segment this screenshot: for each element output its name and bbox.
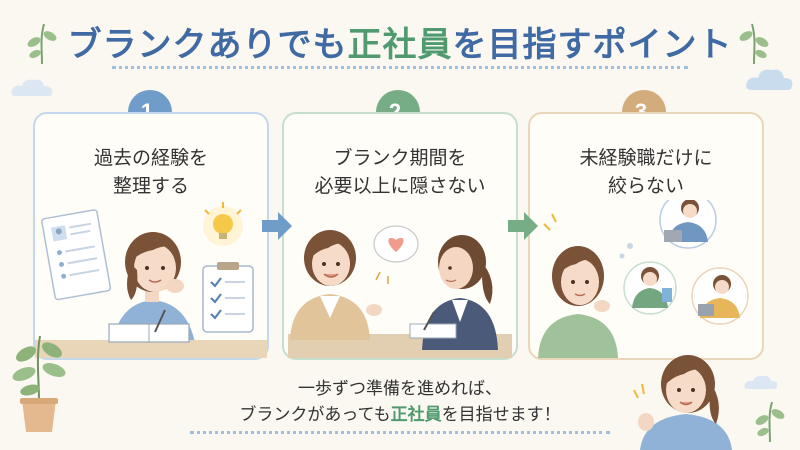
leaf-sprig-icon — [27, 23, 57, 65]
arrow-right-icon — [262, 212, 292, 240]
bottom-underline — [190, 431, 610, 434]
bottom-highlight: 正社員 — [390, 405, 442, 425]
step-card-2: ブランク期間を 必要以上に隠さない — [282, 112, 518, 360]
step-title: ブランク期間を 必要以上に隠さない — [314, 147, 486, 197]
cloud-icon — [746, 69, 793, 90]
bottom-line-1: 一歩ずつ準備を進めれば、 — [298, 379, 502, 399]
cheering-woman-illustration — [633, 355, 732, 450]
page-title: ブランクありでも 正社員 を目指すポイント — [0, 14, 800, 68]
title-underline — [112, 66, 688, 70]
bottom-line-2: ブランクがあっても正社員を目指せます！ — [239, 405, 561, 425]
potted-plant-icon — [12, 335, 66, 432]
cloud-icon — [11, 79, 53, 96]
title-prefix: ブランクありでも — [67, 24, 348, 65]
title-highlight: 正社員 — [347, 24, 453, 65]
step-card-1: 過去の経験を 整理する — [33, 112, 269, 360]
leaf-sprig-icon — [755, 401, 785, 443]
step-title: 未経験職だけに 絞らない — [579, 147, 713, 197]
illustration-reflecting-woman — [35, 202, 267, 358]
illustration-interview — [288, 225, 512, 358]
bottom-message: 一歩ずつ準備を進めれば、 ブランクがあっても正社員を目指せます！ — [170, 376, 630, 428]
leaf-sprig-icon — [739, 23, 769, 65]
step-card-3: 未経験職だけに 絞らない — [528, 112, 764, 360]
step-title: 過去の経験を 整理する — [93, 147, 208, 197]
illustration-career-options — [538, 200, 749, 358]
cloud-icon — [744, 375, 778, 389]
arrow-right-icon — [508, 212, 538, 240]
title-suffix: を目指すポイント — [452, 24, 733, 65]
